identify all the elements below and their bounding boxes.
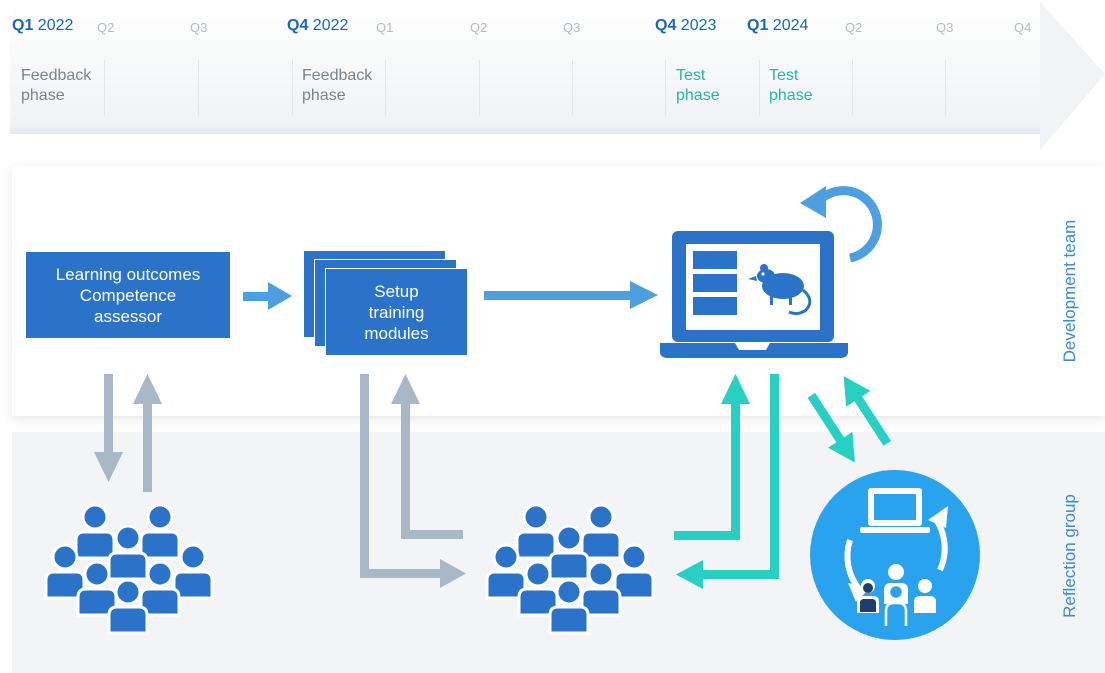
up-arrow-icon [133,374,162,492]
people-group-icon [44,503,214,635]
learning-outcomes-box: Learning outcomes Competence assessor [26,252,230,338]
timeline-divider [292,60,293,116]
down-right-arrow-icon [360,374,466,588]
timeline-q3: Q3 [563,20,581,35]
laptop-rat-simulation-icon [660,231,848,358]
arrow-right-icon [484,281,658,309]
timeline-divider [198,60,199,116]
arrow-right-icon [243,282,292,310]
refresh-arrow-icon [800,186,882,263]
timeline-q1: Q1 [376,20,394,35]
timeline-q2: Q2 [97,20,115,35]
timeline-divider [479,60,480,116]
timeline-q1-2022: Q1 2022 [12,17,74,34]
diagonal-down-arrow-icon [807,392,855,463]
timeline-arrow-band [10,2,1105,150]
timeline-divider [385,60,386,116]
timeline-q2: Q2 [845,20,863,35]
timeline-divider [665,60,666,116]
setup-training-modules-box: Setup training modules [325,268,468,356]
timeline-divider [759,60,760,116]
left-up-arrow-icon [391,374,463,539]
timeline-divider [104,60,105,116]
timeline-q4: Q4 [1014,20,1032,35]
timeline-divider [945,60,946,116]
timeline-divider [572,60,573,116]
people-group-icon [485,503,655,635]
timeline-q1-2024: Q1 2024 [747,17,809,34]
timeline-q4-2023: Q4 2023 [655,17,717,34]
down-arrow-icon [94,374,123,482]
timeline-q3: Q3 [936,20,954,35]
diagonal-up-arrow-icon [843,376,891,446]
timeline-q3: Q3 [190,20,208,35]
reflection-meeting-icon [810,470,980,640]
timeline-divider [852,60,853,116]
timeline-q4-2022: Q4 2022 [287,17,349,34]
up-arrow-icon [674,374,750,540]
timeline-q2: Q2 [470,20,488,35]
left-arrow-icon [676,374,779,589]
